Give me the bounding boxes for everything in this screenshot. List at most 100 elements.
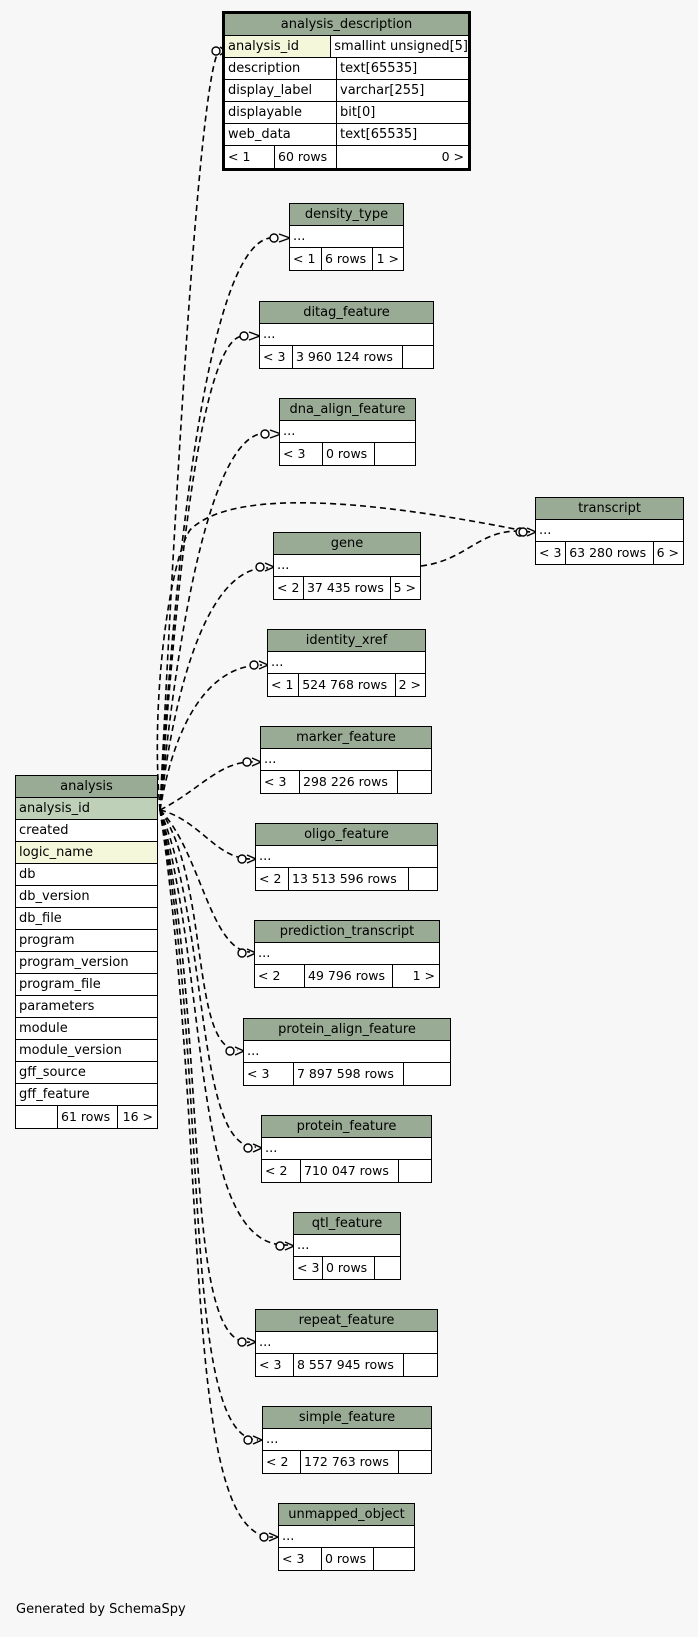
- table-row[interactable]: program_version: [16, 952, 157, 974]
- table-row: ...: [279, 1526, 414, 1548]
- table-row: ...: [263, 1429, 431, 1451]
- children-count: 2 >: [394, 674, 425, 696]
- table-header[interactable]: gene: [274, 533, 420, 555]
- children-count: [403, 1063, 450, 1085]
- parents-count: < 2: [265, 1163, 288, 1178]
- table-row: ...: [244, 1041, 450, 1063]
- table-header[interactable]: oligo_feature: [256, 824, 437, 846]
- table-row: ...: [261, 749, 431, 771]
- table-row[interactable]: parameters: [16, 996, 157, 1018]
- collapsed-columns: ...: [265, 1141, 278, 1156]
- parents-count: < 1: [293, 251, 316, 266]
- column-name: created: [19, 823, 69, 838]
- zero-marker-icon: [259, 1532, 269, 1542]
- table-header[interactable]: ditag_feature: [260, 302, 433, 324]
- table-row[interactable]: db_version: [16, 886, 157, 908]
- column-name: logic_name: [16, 842, 157, 863]
- parents-count: < 3: [297, 1260, 320, 1275]
- table-header[interactable]: protein_feature: [262, 1116, 431, 1138]
- row-count: 37 435 rows: [302, 577, 390, 599]
- column-name: analysis_id: [16, 798, 157, 819]
- table-row[interactable]: gff_source: [16, 1062, 157, 1084]
- table-row[interactable]: db_file: [16, 908, 157, 930]
- row-count: 0 rows: [322, 1257, 374, 1279]
- table-header[interactable]: transcript: [536, 498, 683, 520]
- table-row[interactable]: analysis_id: [16, 798, 157, 820]
- table-header[interactable]: qtl_feature: [294, 1213, 400, 1235]
- column-name: program: [19, 933, 75, 948]
- row-count: 7 897 598 rows: [293, 1063, 403, 1085]
- table-row: ...: [268, 652, 425, 674]
- table-row[interactable]: module: [16, 1018, 157, 1040]
- children-count: [398, 1160, 431, 1182]
- column-type: smallint unsigned[5]: [330, 36, 468, 57]
- column-name: displayable: [228, 105, 302, 120]
- table-analysis[interactable]: analysis analysis_id created logic_name …: [15, 775, 158, 1129]
- row-count: 0 rows: [321, 1548, 373, 1570]
- row-count: 61 rows: [57, 1106, 117, 1128]
- zero-marker-icon: [225, 1046, 235, 1056]
- children-count: 0 >: [336, 146, 468, 168]
- row-count: 298 226 rows: [299, 771, 397, 793]
- table-row[interactable]: created: [16, 820, 157, 842]
- table-header[interactable]: unmapped_object: [279, 1504, 414, 1526]
- edge-analysis-prediction_transcript: [159, 809, 251, 953]
- table-row[interactable]: module_version: [16, 1040, 157, 1062]
- table-header[interactable]: marker_feature: [261, 727, 431, 749]
- table-header[interactable]: repeat_feature: [256, 1310, 437, 1332]
- table-row[interactable]: program_file: [16, 974, 157, 996]
- table-row[interactable]: logic_name: [16, 842, 157, 864]
- table-header[interactable]: simple_feature: [263, 1407, 431, 1429]
- parents-count: < 3: [539, 545, 562, 560]
- table-row[interactable]: gff_feature: [16, 1084, 157, 1106]
- row-count: 3 960 124 rows: [292, 346, 402, 368]
- edge-analysis-dna_align_feature: [159, 432, 271, 811]
- table-header[interactable]: analysis_description: [225, 14, 468, 36]
- table-header[interactable]: prediction_transcript: [255, 921, 439, 943]
- parents-count: < 3: [283, 446, 306, 461]
- column-name: gff_feature: [19, 1087, 90, 1102]
- table-row[interactable]: db: [16, 864, 157, 886]
- table-row[interactable]: program: [16, 930, 157, 952]
- table-header[interactable]: density_type: [290, 204, 403, 226]
- edge-analysis-analysis_description: [159, 49, 221, 811]
- table-header[interactable]: protein_align_feature: [244, 1019, 450, 1041]
- edge-analysis-unmapped_object: [159, 809, 274, 1538]
- children-count: 1 >: [372, 248, 403, 270]
- column-name: program_version: [19, 955, 129, 970]
- table-header[interactable]: analysis: [16, 776, 157, 798]
- table-header[interactable]: identity_xref: [268, 630, 425, 652]
- table-header[interactable]: dna_align_feature: [280, 399, 415, 421]
- edge-analysis-identity_xref: [159, 664, 263, 811]
- children-count: [403, 1354, 437, 1376]
- edge-analysis-gene: [159, 567, 269, 811]
- row-count: 524 768 rows: [298, 674, 394, 696]
- edge-analysis-simple_feature: [159, 809, 259, 1441]
- edge-analysis-ditag_feature: [159, 335, 246, 811]
